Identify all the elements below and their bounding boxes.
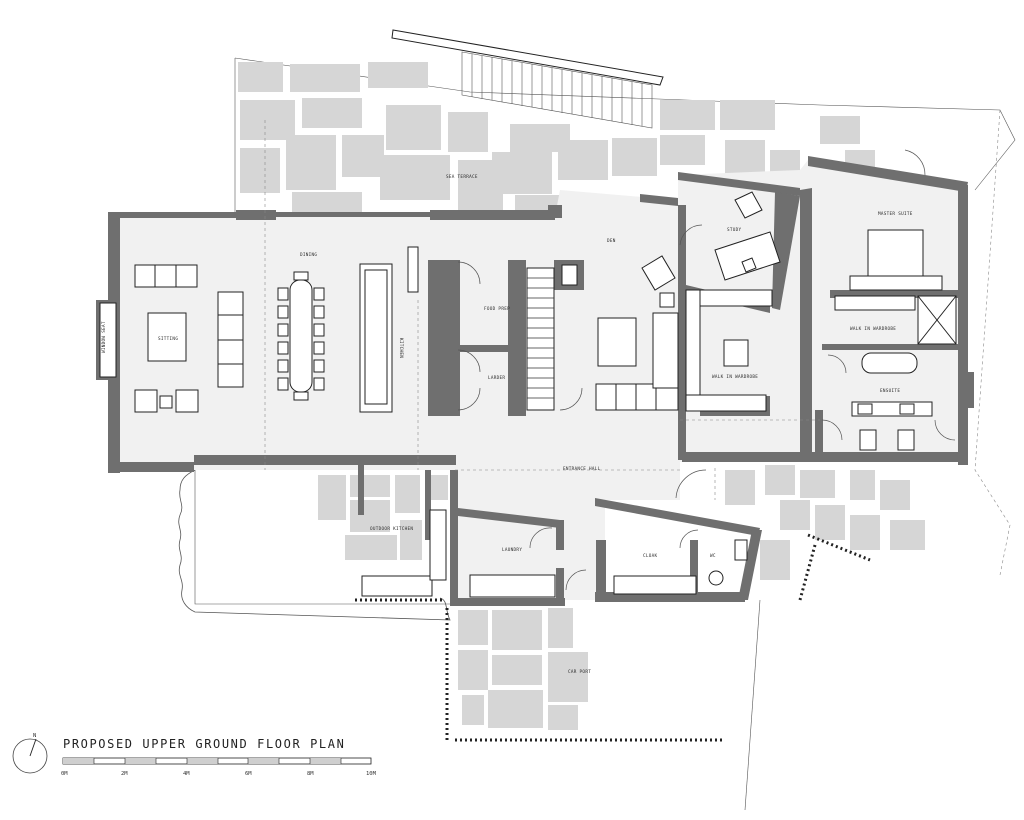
- label-master-suite: MASTER SUITE: [878, 211, 913, 217]
- scale-label-4: 4M: [183, 771, 190, 777]
- label-wc: WC: [710, 553, 716, 559]
- car-port-edge: [355, 533, 871, 742]
- scale-bar: 0M 2M 4M 6M 8M 10M: [61, 757, 377, 777]
- north-label: N: [33, 733, 36, 739]
- sitting-room-furniture: [99, 264, 244, 413]
- garden-hedge: [178, 469, 451, 621]
- lower-wing-fittings: [361, 509, 748, 598]
- room-labels: SITTING WINDOW SEAT DINING KITCHEN FOOD …: [101, 174, 913, 675]
- study-furniture: [714, 191, 781, 281]
- label-walk-in-wardrobe-1: WALK IN WARDROBE: [712, 374, 758, 380]
- label-kitchen: KITCHEN: [398, 338, 404, 358]
- label-car-port: CAR PORT: [568, 669, 591, 675]
- label-cloak: CLOAK: [643, 553, 658, 559]
- label-ensuite: ENSUITE: [880, 388, 900, 394]
- east-paving: [725, 465, 925, 580]
- car-port-paving: [458, 608, 588, 730]
- scale-label-8: 8M: [307, 771, 314, 777]
- label-window-seat: WINDOW SEAT: [101, 321, 107, 353]
- scale-label-10: 10M: [366, 771, 377, 777]
- label-larder: LARDER: [488, 375, 505, 381]
- dining-table: [277, 271, 325, 401]
- label-food-prep: FOOD PREP: [484, 306, 510, 312]
- label-walk-in-wardrobe-2: WALK IN WARDROBE: [850, 326, 896, 332]
- label-den: DEN: [607, 238, 616, 244]
- label-dining: DINING: [300, 252, 317, 258]
- kitchen-island: [359, 246, 419, 413]
- label-sitting: SITTING: [158, 336, 178, 342]
- label-study: STUDY: [727, 227, 742, 233]
- wardrobe-study: [685, 289, 773, 412]
- scale-label-6: 6M: [245, 771, 252, 777]
- label-outdoor-kitchen: OUTDOOR KITCHEN: [370, 526, 413, 532]
- overhead-lines: [264, 120, 820, 500]
- label-terrace: SEA TERRACE: [446, 174, 478, 180]
- master-suite-furniture: [834, 229, 957, 451]
- doors: [457, 149, 956, 591]
- north-arrow: N: [12, 733, 48, 774]
- external-steps: [391, 29, 664, 129]
- den-furniture: [595, 255, 679, 411]
- stair: [526, 264, 578, 411]
- plan-title: PROPOSED UPPER GROUND FLOOR PLAN: [63, 737, 345, 751]
- label-laundry: LAUNDRY: [502, 547, 522, 553]
- label-entrance-hall: ENTRANCE HALL: [563, 466, 601, 472]
- scale-label-2: 2M: [121, 771, 128, 777]
- scale-label-0: 0M: [61, 771, 68, 777]
